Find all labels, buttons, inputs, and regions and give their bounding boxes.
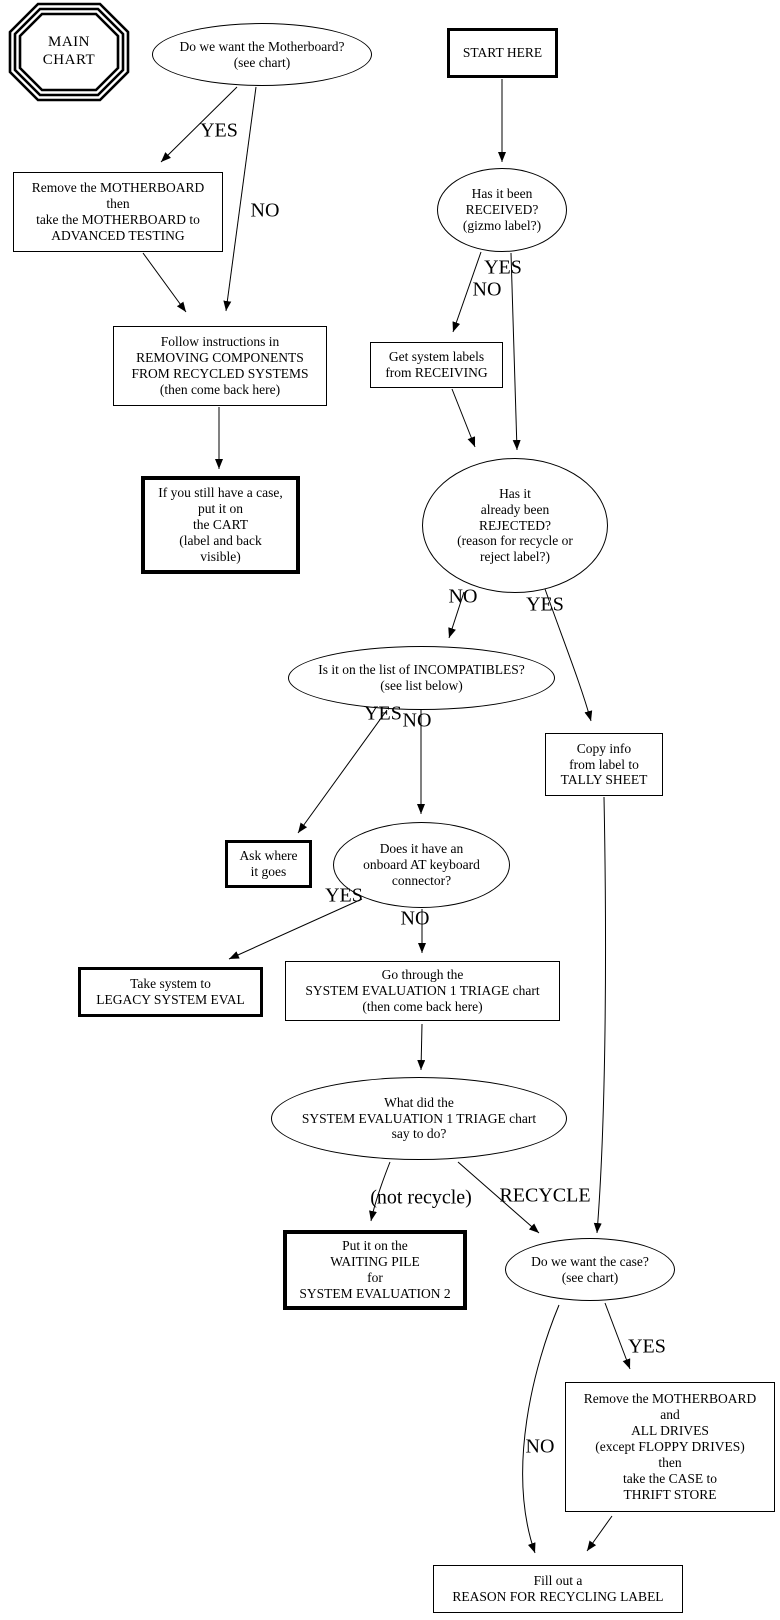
edge-incompat-yes: [297, 709, 388, 834]
edge-motherboard-yes: [160, 86, 238, 163]
node-ask-where-it-goes: Ask where it goes: [225, 840, 312, 888]
decision-want-motherboard: Do we want the Motherboard? (see chart): [152, 23, 372, 86]
node-remove-motherboard: Remove the MOTHERBOARD then take the MOT…: [13, 172, 223, 252]
edge-label-yes-motherboard: YES: [200, 119, 238, 142]
node-waiting-pile: Put it on the WAITING PILE for SYSTEM EV…: [283, 1230, 467, 1310]
node-get-system-labels: Get system labels from RECEIVING: [370, 342, 503, 388]
edge-at-yes: [228, 898, 363, 960]
edge-label-no-case: NO: [525, 1435, 555, 1458]
edge-removemobo-follow: [142, 252, 187, 313]
edge-case-yes: [604, 1302, 631, 1370]
edge-label-yes-at: YES: [325, 884, 363, 907]
edge-label-yes-rejected: YES: [526, 593, 564, 616]
node-follow-instructions: Follow instructions in REMOVING COMPONEN…: [113, 326, 327, 406]
edge-label-no-incompatibles: NO: [402, 709, 432, 732]
node-remove-all-drives: Remove the MOTHERBOARD and ALL DRIVES (e…: [565, 1382, 775, 1512]
node-fill-out-recycling-label: Fill out a REASON FOR RECYCLING LABEL: [433, 1565, 683, 1613]
node-copy-to-tally-sheet: Copy info from label to TALLY SHEET: [545, 733, 663, 796]
edge-label-no-received: NO: [472, 278, 502, 301]
edge-label-no-at: NO: [400, 907, 430, 930]
node-start-here: START HERE: [447, 28, 558, 78]
edge-rejected-yes: [544, 588, 593, 722]
main-chart-octagon: [8, 2, 130, 102]
edge-removeall-fill: [586, 1515, 613, 1552]
node-triage-chart: Go through the SYSTEM EVALUATION 1 TRIAG…: [285, 961, 560, 1021]
decision-incompatibles-list: Is it on the list of INCOMPATIBLES? (see…: [288, 646, 555, 710]
decision-at-keyboard: Does it have an onboard AT keyboard conn…: [333, 822, 510, 908]
edge-received-no: [452, 251, 482, 333]
edge-rejected-no: [448, 591, 465, 639]
decision-want-case: Do we want the case? (see chart): [505, 1238, 675, 1301]
node-put-on-cart: If you still have a case, put it on the …: [141, 476, 300, 574]
edge-copy-case: [593, 796, 607, 1234]
edge-label-yes-incompatibles: YES: [364, 702, 402, 725]
edge-triage-whatdid: [417, 1023, 426, 1071]
decision-received: Has it been RECEIVED? (gizmo label?): [437, 168, 567, 252]
edge-label-no-rejected: NO: [448, 585, 478, 608]
edge-received-yes: [510, 252, 521, 451]
edge-motherboard-no: [223, 86, 257, 312]
decision-already-rejected: Has it already been REJECTED? (reason fo…: [422, 458, 608, 593]
edge-label-recycle: RECYCLE: [499, 1184, 591, 1207]
edge-whatdid-recycle: [457, 1161, 540, 1234]
decision-triage-result: What did the SYSTEM EVALUATION 1 TRIAGE …: [271, 1077, 567, 1160]
main-chart-label: MAIN CHART: [42, 34, 96, 68]
edge-label-not-recycle: (not recycle): [370, 1186, 472, 1209]
edge-getlabels-rejected: [451, 388, 476, 448]
node-legacy-system-eval: Take system to LEGACY SYSTEM EVAL: [78, 967, 263, 1017]
edge-label-yes-case: YES: [628, 1335, 666, 1358]
edge-case-no: [522, 1304, 560, 1554]
edge-whatdid-notrecycle: [369, 1161, 391, 1222]
edge-label-no-motherboard: NO: [250, 199, 280, 222]
edge-label-yes-received: YES: [484, 256, 522, 279]
